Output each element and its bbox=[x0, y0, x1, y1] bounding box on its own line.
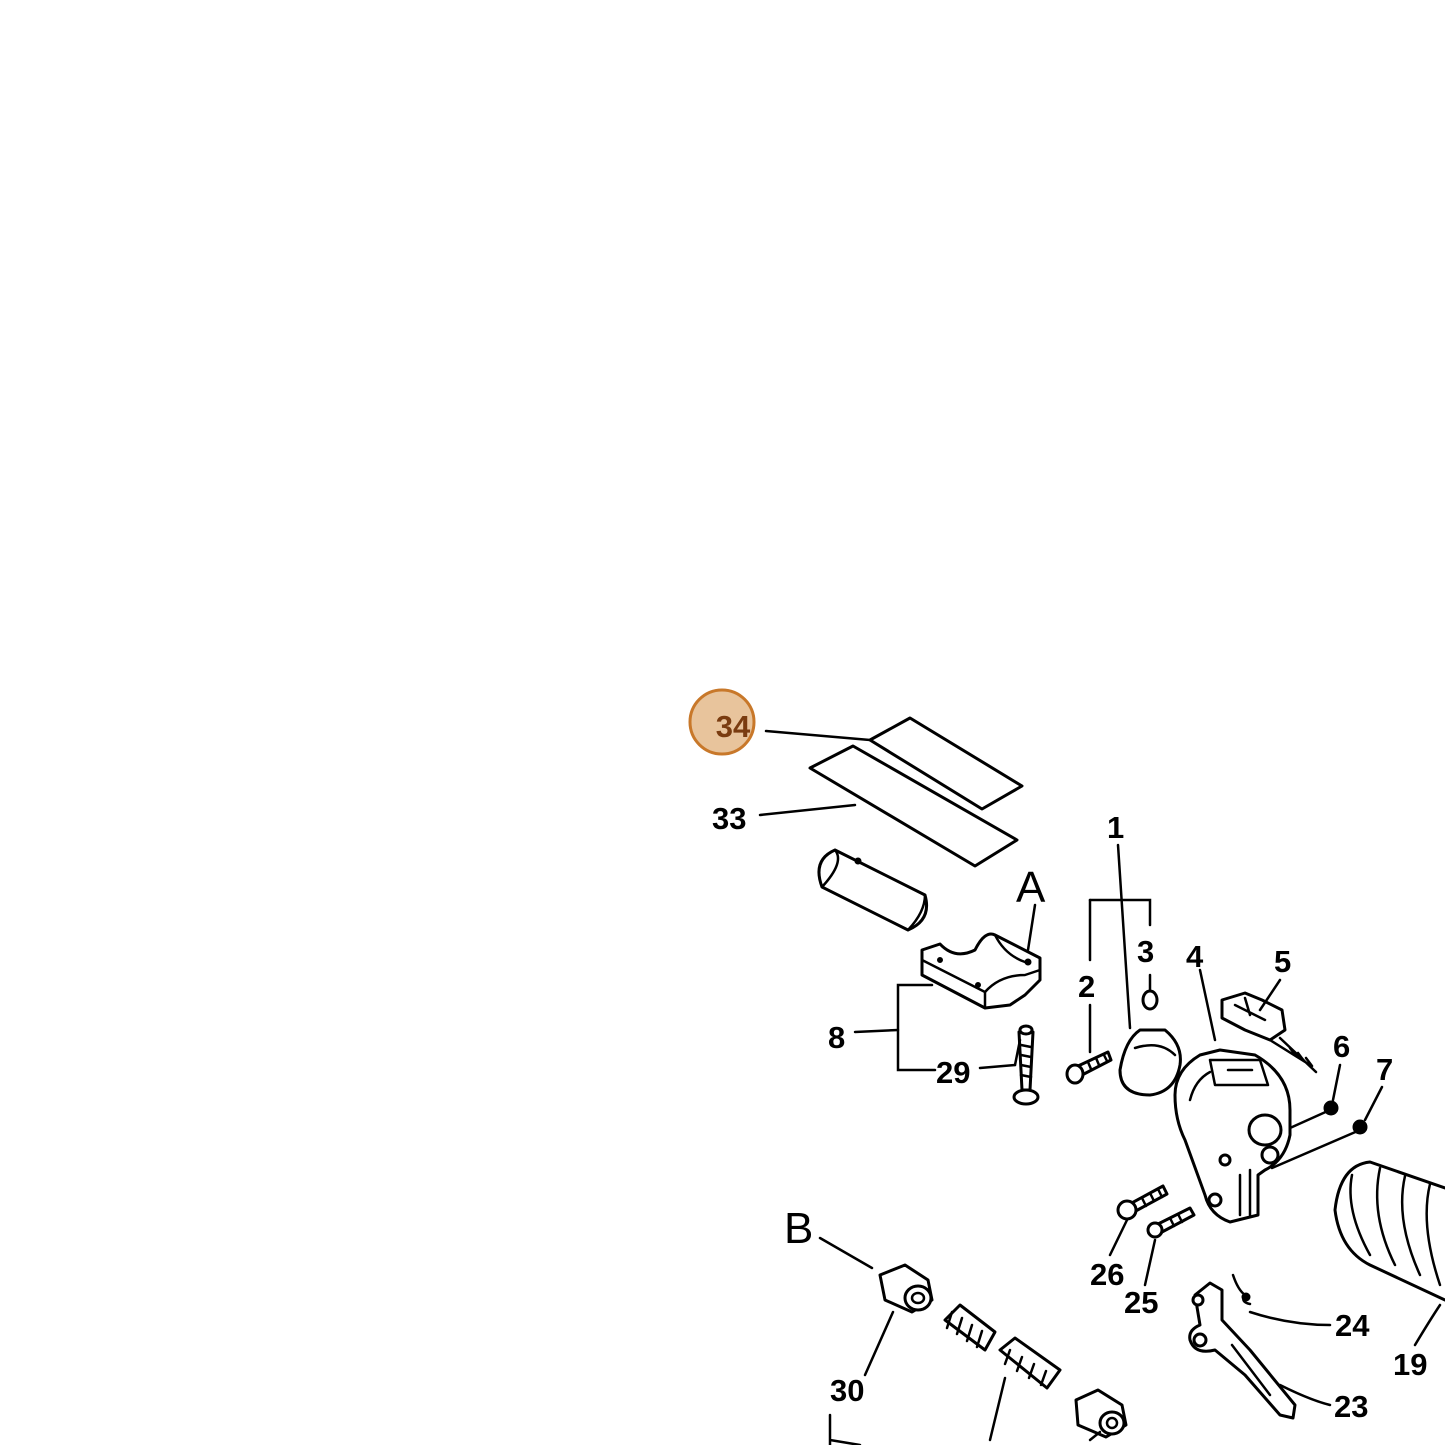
screw-26 bbox=[1116, 1184, 1169, 1221]
screw-2 bbox=[1065, 1050, 1113, 1085]
part-33-plate bbox=[808, 744, 1019, 868]
callout-6: 6 bbox=[1333, 1029, 1350, 1064]
highlighted-callout-34[interactable]: 34 bbox=[688, 688, 756, 756]
bushing-upper bbox=[878, 1263, 934, 1314]
callout-25: 25 bbox=[1124, 1285, 1158, 1320]
callout-30: 30 bbox=[830, 1373, 864, 1408]
callout-4: 4 bbox=[1186, 939, 1204, 974]
lever-part bbox=[1188, 1281, 1297, 1420]
callout-29: 29 bbox=[936, 1055, 970, 1090]
callout-8: 8 bbox=[828, 1020, 845, 1055]
view-label-a: A bbox=[1016, 863, 1046, 912]
highlight-circle bbox=[688, 688, 756, 756]
callout-7: 7 bbox=[1376, 1052, 1393, 1087]
view-label-b: B bbox=[784, 1204, 813, 1253]
callout-5: 5 bbox=[1274, 944, 1291, 979]
callout-3: 3 bbox=[1137, 934, 1154, 969]
grip-part bbox=[1333, 1160, 1445, 1302]
part-34-plate bbox=[868, 716, 1024, 811]
callout-34: 34 bbox=[716, 709, 751, 744]
roller-lower bbox=[998, 1336, 1062, 1390]
callout-labels: 33 1 3 2 4 5 6 7 8 29 26 25 24 23 19 30 … bbox=[712, 801, 1427, 1424]
callout-33: 33 bbox=[712, 801, 746, 836]
roll-part bbox=[817, 848, 929, 932]
callout-19: 19 bbox=[1393, 1347, 1427, 1382]
callout-2: 2 bbox=[1078, 969, 1095, 1004]
screw-25 bbox=[1146, 1206, 1196, 1239]
callout-24: 24 bbox=[1335, 1308, 1370, 1343]
callout-23: 23 bbox=[1334, 1389, 1368, 1424]
bushing-lower bbox=[1074, 1388, 1128, 1439]
roller-upper bbox=[943, 1303, 997, 1352]
callout-1: 1 bbox=[1107, 810, 1124, 845]
switch-part bbox=[1220, 991, 1318, 1074]
bracket-part bbox=[920, 932, 1042, 1010]
spring-part bbox=[1231, 1273, 1252, 1306]
callout-26: 26 bbox=[1090, 1257, 1124, 1292]
leader-lines bbox=[758, 729, 1442, 1445]
housing-part bbox=[1173, 1048, 1292, 1224]
screw-29 bbox=[1012, 1024, 1040, 1106]
